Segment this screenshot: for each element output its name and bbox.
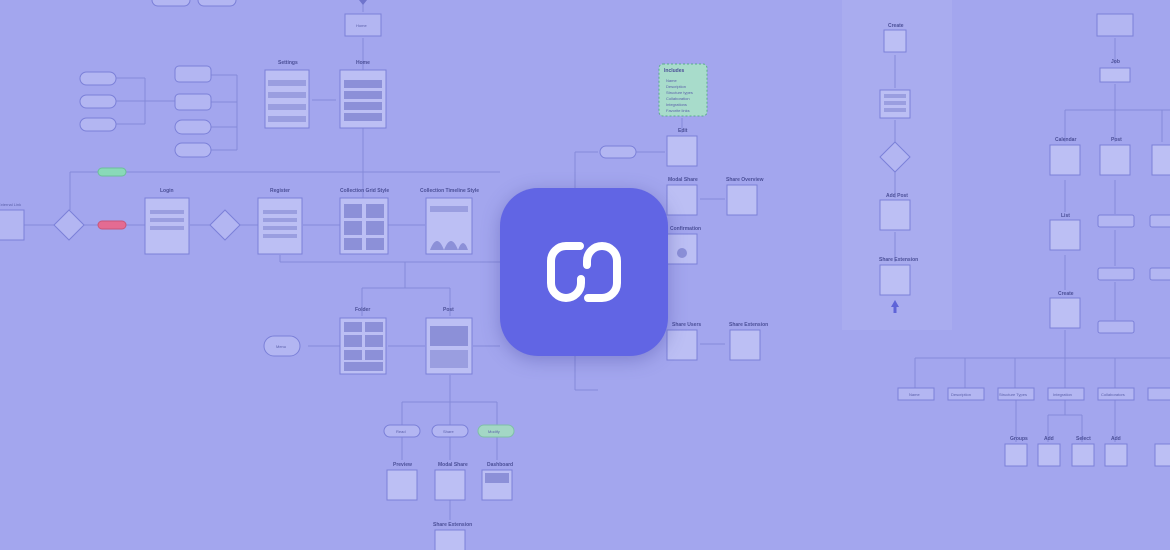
share-extension-title: Share Extension xyxy=(729,322,768,328)
svg-text:Home: Home xyxy=(356,23,367,28)
infinity-link-icon xyxy=(547,241,621,303)
register-title: Register xyxy=(270,188,290,194)
tab-label: Structure Types xyxy=(999,392,1027,397)
tab-label: Integration xyxy=(1053,392,1072,397)
branch-b-label: Share xyxy=(443,429,454,434)
edit-title: Edit xyxy=(678,128,688,134)
modal-share-title-bottom: Modal Share xyxy=(438,462,468,468)
sub-title: Add xyxy=(1044,436,1054,442)
branch-a-label: Read xyxy=(396,429,406,434)
collection-timeline-title: Collection Timeline Style xyxy=(420,188,479,194)
notes-item: Structure types xyxy=(666,90,693,95)
notes-item: Description xyxy=(666,84,686,89)
post-title-far: Post xyxy=(1111,137,1122,143)
confirmation-title: Confirmation xyxy=(670,226,701,232)
folder-title: Folder xyxy=(355,307,370,313)
login-title: Login xyxy=(160,188,174,194)
sub-title: Add xyxy=(1111,436,1121,442)
notes-item: Integrations xyxy=(666,102,687,107)
add-post-title: Add Post xyxy=(886,193,908,199)
settings-title: Settings xyxy=(278,60,298,66)
job-title: Job xyxy=(1111,59,1120,65)
sub-title: Select xyxy=(1076,436,1091,442)
notes-item: Name xyxy=(666,78,677,83)
branch-c-label: Modify xyxy=(488,429,500,434)
home-title: Home xyxy=(356,60,370,66)
list-title: List xyxy=(1061,213,1070,219)
notes-title: Includes xyxy=(664,68,685,74)
collection-grid-title: Collection Grid Style xyxy=(340,188,389,194)
post-title: Post xyxy=(443,307,454,313)
notes-item: Favorite links xyxy=(666,108,690,113)
modal-share-title: Modal Share xyxy=(668,177,698,183)
preview-title: Preview xyxy=(393,462,412,468)
dashboard-title: Dashboard xyxy=(487,462,513,468)
tab-label: Collaborators xyxy=(1101,392,1125,397)
create-title: Create xyxy=(888,23,904,29)
menu-pill-label: Menu xyxy=(276,344,286,349)
create2-title: Create xyxy=(1058,291,1074,297)
sub-title: Groups xyxy=(1010,436,1028,442)
app-logo-icon xyxy=(500,188,668,356)
share-extension-title-bottom: Share Extension xyxy=(433,522,472,528)
calendar-title: Calendar xyxy=(1055,137,1076,143)
tab-label: Name xyxy=(909,392,920,397)
tab-label: Description xyxy=(951,392,971,397)
share-users-title: Share Users xyxy=(672,322,701,328)
share-extension-title-far: Share Extension xyxy=(879,257,918,263)
share-overview-title: Share Overview xyxy=(726,177,764,183)
notes-item: Collaboration xyxy=(666,96,690,101)
svg-text:External Link: External Link xyxy=(0,202,21,207)
